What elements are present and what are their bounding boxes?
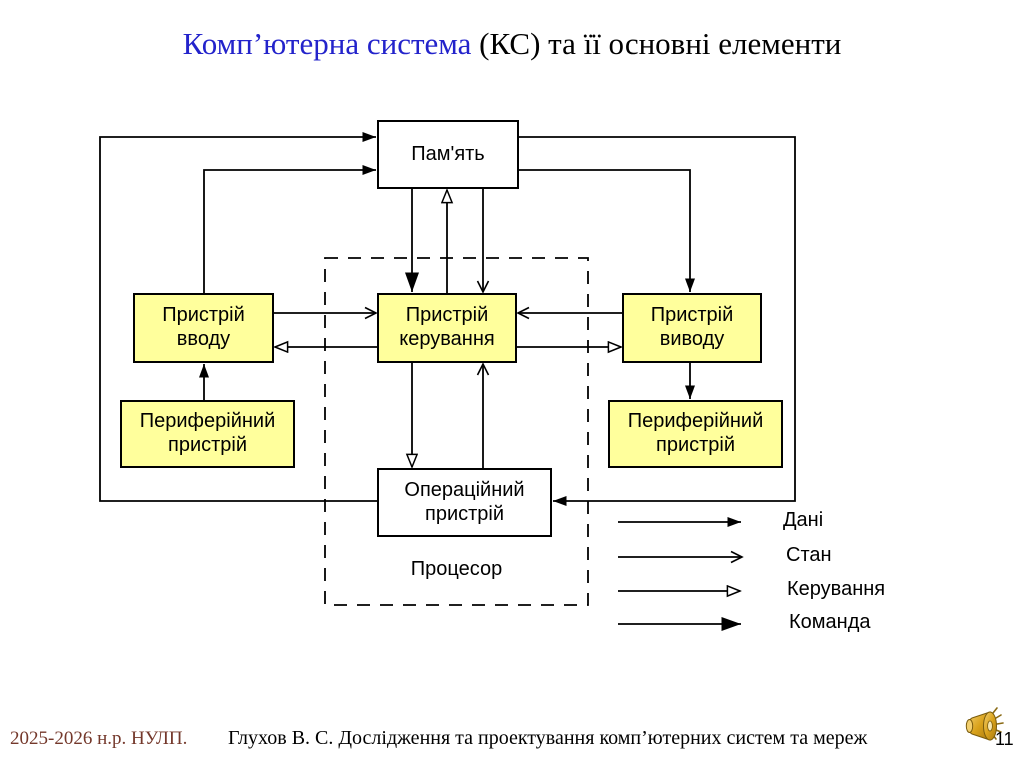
peripheral-device-right-box: Периферійний пристрій: [608, 400, 783, 468]
footer-year-label: 2025-2026 н.р. НУЛП.: [10, 728, 188, 749]
memory-box: Пам'ять: [377, 120, 519, 189]
title-highlight: Комп’ютерна система: [182, 26, 472, 61]
legend-label-control: Керування: [787, 578, 886, 600]
legend-label-data: Дані: [783, 509, 824, 531]
processor-dashed-boundary: [324, 257, 589, 606]
arrow-memory-to-output: [519, 169, 695, 292]
arrow-input-to-memory: [203, 165, 376, 293]
peripheral-device-left-box: Периферійний пристрій: [120, 400, 295, 468]
processor-label: Процесор: [410, 558, 503, 580]
slide-title: Комп’ютерна система (КС) та її основні е…: [0, 26, 1024, 62]
output-device-box: Пристрій виводу: [622, 293, 762, 363]
legend-label-command: Команда: [789, 611, 871, 633]
footer-course-label: Глухов В. С. Дослідження та проектування…: [228, 727, 868, 749]
operational-device-box: Операційний пристрій: [377, 468, 552, 537]
arrow-oper-to-memory: [99, 132, 377, 502]
connector-arrows: [99, 132, 796, 631]
control-device-box: Пристрій керування: [377, 293, 517, 363]
input-device-box: Пристрій вводу: [133, 293, 274, 363]
arrow-memory-to-oper: [519, 136, 796, 506]
title-rest: (КС) та її основні елементи: [471, 26, 842, 61]
legend-label-state: Стан: [786, 544, 832, 566]
speaker-icon[interactable]: [963, 705, 1009, 753]
page-number: 11: [995, 729, 1014, 749]
